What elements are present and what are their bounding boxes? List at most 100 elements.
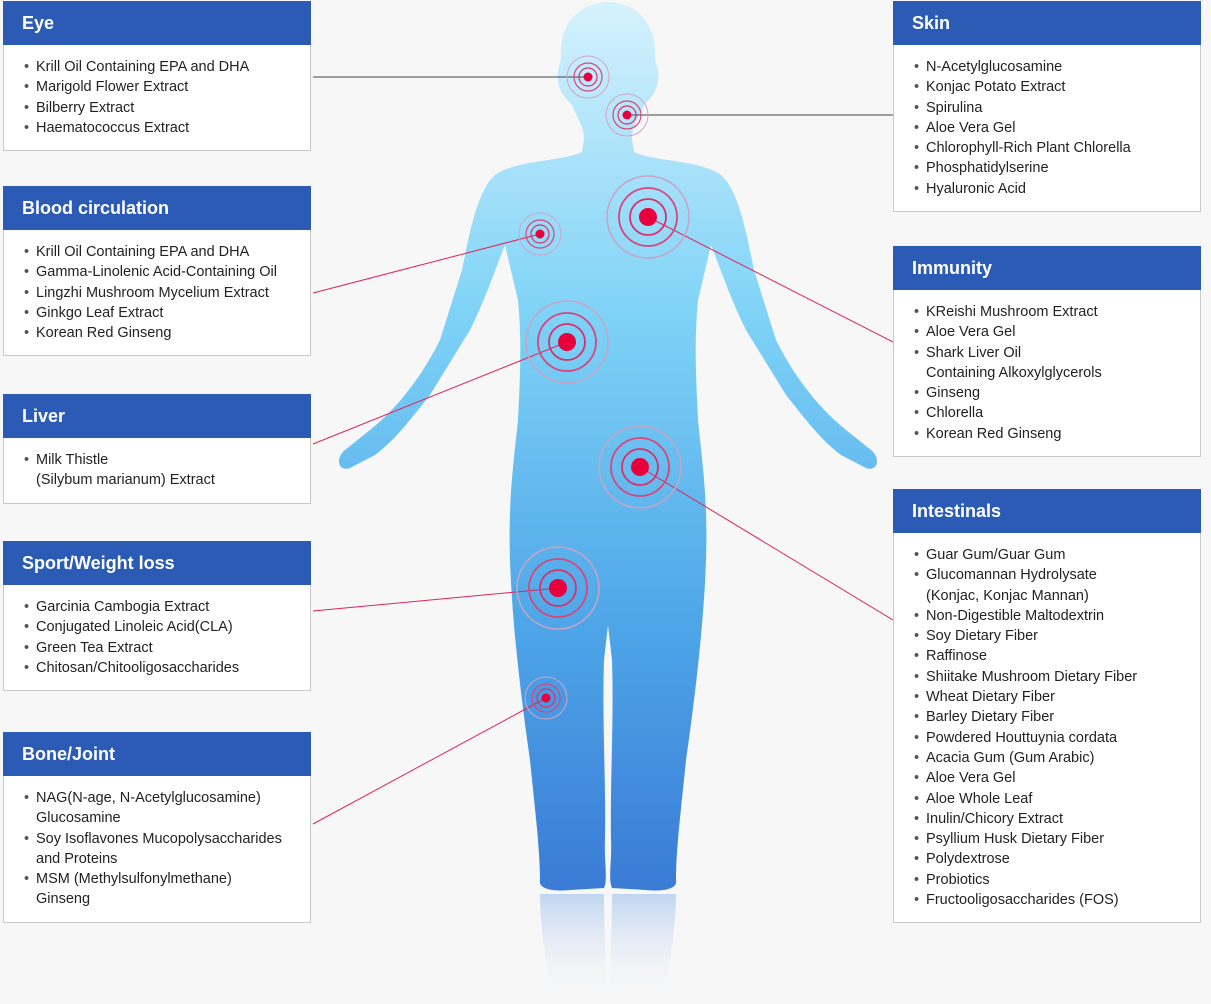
bullet-icon: • [24, 244, 30, 260]
bullet-icon: • [914, 770, 920, 787]
list-item: •Chitosan/Chitooligosaccharides [24, 658, 300, 678]
sport-title: Sport/Weight loss [3, 541, 311, 585]
skin-title: Skin [893, 1, 1201, 45]
bullet-icon: • [914, 405, 920, 422]
bullet-icon: • [914, 607, 920, 624]
bullet-icon: • [914, 547, 920, 563]
blood-list: •Krill Oil Containing EPA and DHA•Gamma-… [4, 230, 310, 355]
list-item: • Bilberry Extract [24, 98, 300, 118]
list-item-text: Green Tea Extract [36, 639, 153, 656]
list-item: •Probiotics [914, 870, 1190, 890]
bullet-icon: • [914, 140, 920, 157]
list-item-text: Aloe Vera Gel [926, 770, 1016, 787]
bullet-icon: • [914, 790, 920, 807]
bullet-icon: • [24, 619, 30, 636]
list-item-text: Ginkgo Leaf Extract [36, 304, 164, 321]
list-item: •Barley Dietary Fiber [914, 707, 1190, 727]
bullet-icon: • [24, 599, 30, 615]
bullet-icon: • [24, 264, 30, 281]
liver-target-marker [525, 300, 609, 384]
list-item-text: Glucomannan Hydrolysate [926, 567, 1097, 584]
list-item: •Gamma-Linolenic Acid-Containing Oil [24, 262, 300, 282]
list-item-text: Bilberry Extract [36, 99, 135, 116]
list-item-text: Milk Thistle [36, 452, 109, 468]
bullet-icon: • [24, 79, 30, 96]
eye-title: Eye [3, 1, 311, 45]
bullet-icon: • [914, 324, 920, 341]
bullet-icon: • [914, 344, 920, 361]
list-item-text: Probiotics [926, 871, 990, 888]
list-item: •Ginseng [914, 383, 1190, 403]
bullet-icon: • [914, 810, 920, 827]
bullet-icon: • [914, 648, 920, 665]
bullet-icon: • [914, 831, 920, 848]
bone-list: •NAG(N-age, N-Acetylglucosamine)Glucosam… [4, 776, 310, 922]
list-item-text: Barley Dietary Fiber [926, 709, 1055, 726]
list-item: • Korean Red Ginseng [24, 323, 300, 343]
list-item: •Polydextrose [914, 849, 1190, 869]
bullet-icon: • [914, 79, 920, 96]
list-item: •Fructooligosaccharides (FOS) [914, 890, 1190, 910]
bullet-icon: • [24, 59, 30, 75]
sport-box: Sport/Weight loss • Garcinia Cambogia Extr… [3, 541, 311, 692]
bullet-icon: • [914, 59, 920, 75]
list-item-text: Korean Red Ginseng [36, 325, 172, 342]
bullet-icon: • [24, 304, 30, 321]
bullet-icon: • [24, 325, 30, 342]
intestinals-target-marker [598, 425, 682, 509]
bullet-icon: • [914, 729, 920, 746]
bullet-icon: • [914, 99, 920, 116]
list-item: •Non-Digestible Maltodextrin [914, 606, 1190, 626]
list-item: •Marigold Flower Extract [24, 77, 300, 97]
intestinals-list: •Guar Gum/Guar Gum•Glucomannan Hydrolysa… [894, 533, 1200, 922]
list-item: •Conjugated Linoleic Acid(CLA) [24, 617, 300, 637]
list-item: •Glucomannan Hydrolysate(Konjac, Konjac … [914, 565, 1190, 606]
list-item-text: Krill Oil Containing EPA and DHA [36, 59, 250, 75]
blood-box: Blood circulation•Krill Oil Containing E… [3, 186, 311, 357]
immunity-list: •KReishi Mushroom Extract•Aloe Vera Gel•… [894, 290, 1200, 456]
bullet-icon: • [914, 385, 920, 402]
list-item: •Psyllium Husk Dietary Fiber [914, 829, 1190, 849]
liver-list: •Milk Thistle(Silybum marianum) Extract [4, 438, 310, 503]
list-item-text: Soy Isoflavones Mucopolysaccharides [36, 830, 282, 847]
bullet-icon: • [914, 689, 920, 706]
bullet-icon: • [24, 639, 30, 656]
bullet-icon: • [24, 284, 30, 301]
list-item: •Acacia Gum (Gum Arabic) [914, 748, 1190, 768]
bullet-icon: • [914, 892, 920, 909]
bullet-icon: • [914, 180, 920, 197]
list-item: • Aloe Vera Gel [914, 768, 1190, 788]
list-item: •Soy Dietary Fiber [914, 626, 1190, 646]
intestinals-title: Intestinals [893, 489, 1201, 533]
list-item-text: N-Acetylglucosamine [926, 59, 1063, 75]
list-item: • N-Acetylglucosamine [914, 57, 1190, 77]
eye-box: Eye • Krill Oil Containing EPA and DHA •Mar… [3, 1, 311, 152]
list-item: •Phosphatidylserine [914, 158, 1190, 178]
list-item-text: Lingzhi Mushroom Mycelium Extract [36, 284, 269, 301]
body-reflection [540, 894, 676, 1004]
bullet-icon: • [24, 99, 30, 116]
list-item-text: Powdered Houttuynia cordata [926, 729, 1118, 746]
list-item-text: Haematococcus Extract [36, 119, 190, 136]
list-item-text: NAG(N-age, N-Acetylglucosamine) [36, 790, 261, 806]
bullet-icon: • [914, 425, 920, 442]
list-item: •Chlorophyll-Rich Plant Chlorella [914, 138, 1190, 158]
list-item-text: Shiitake Mushroom Dietary Fiber [926, 668, 1138, 685]
list-item-text: Ginseng [36, 891, 91, 908]
list-item-text: Chitosan/Chitooligosaccharides [36, 659, 240, 676]
skin-target-marker [605, 93, 649, 137]
skin-list: •N-Acetylglucosamine•Konjac Potato Extra… [894, 45, 1200, 211]
list-item: • Haematococcus Extract [24, 118, 300, 138]
list-item-text: Spirulina [926, 99, 983, 116]
intestinals-box: Intestinals•Guar Gum/Guar Gum•Glucomanna… [893, 489, 1201, 924]
immunity-connector-line [647, 216, 894, 343]
sport-target-marker [516, 546, 600, 630]
bullet-icon: • [914, 160, 920, 177]
list-item: •Inulin/Chicory Extract [914, 809, 1190, 829]
list-item: •Korean Red Ginseng [914, 424, 1190, 444]
list-item-text: (Konjac, Konjac Mannan) [926, 587, 1089, 604]
list-item-text: Garcinia Cambogia Extract [36, 599, 210, 615]
blood-target-marker [518, 212, 562, 256]
bullet-icon: • [24, 119, 30, 136]
